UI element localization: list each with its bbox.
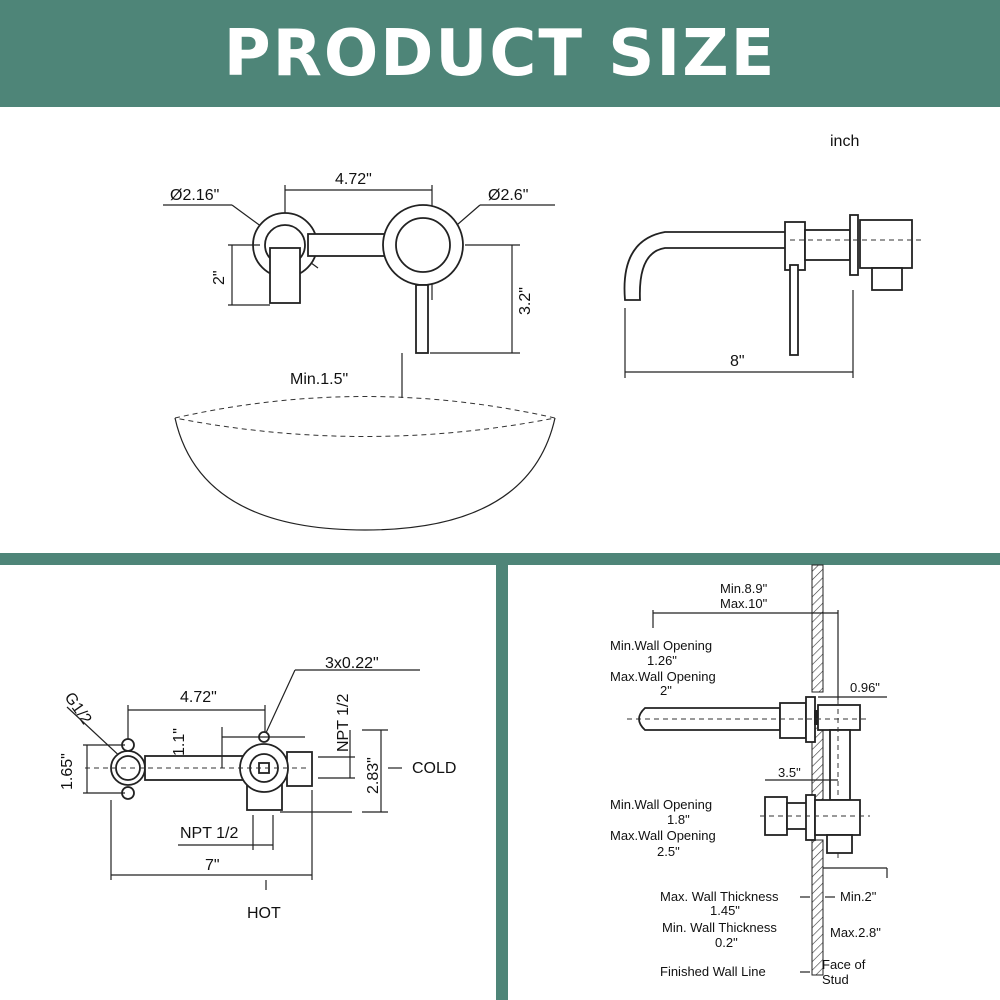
valve-width-label: 7" — [205, 857, 220, 874]
valve-view: G1/2 4.72" 3x0.22" 1.65" 1.1" NPT 1/2 — [59, 655, 456, 922]
install-view: Min.8.9" Max.10" Min.Wall Opening 1.26" … — [610, 564, 888, 987]
npt-right-label: NPT 1/2 — [335, 694, 352, 753]
page-title: PRODUCT SIZE — [223, 16, 777, 91]
handle-height-label: 3.2" — [517, 287, 534, 315]
handle-max-opening-label: Max.Wall Opening — [610, 828, 716, 843]
hot-label: HOT — [247, 905, 281, 922]
height-right-label: 2.83" — [365, 757, 382, 794]
handle-min-opening-value: 1.8" — [667, 812, 690, 827]
handle-depth-label: 3.5" — [778, 765, 801, 780]
face-of-label: Face of — [822, 957, 866, 972]
side-view: 8" — [623, 214, 925, 378]
depth-max-label: Max.10" — [720, 596, 768, 611]
min-clearance-label: Min.1.5" — [290, 371, 348, 388]
spout-min-opening-label: Min.Wall Opening — [610, 638, 712, 653]
wall-max-thickness-value: 1.45" — [710, 903, 740, 918]
wall-min-thickness-label: Min. Wall Thickness — [662, 920, 777, 935]
handle-max-opening-value: 2.5" — [657, 844, 680, 859]
side-length-label: 8" — [730, 353, 745, 370]
depth-min-label: Min.8.9" — [720, 581, 768, 596]
front-view: inch 4.72" Ø2.16" Ø2.6" 2" 3.2" Min.1.5" — [163, 133, 859, 531]
spout-height-label: 2" — [211, 270, 228, 285]
cold-label: COLD — [412, 760, 456, 777]
handle-min-opening-label: Min.Wall Opening — [610, 797, 712, 812]
spout-max-opening-label: Max.Wall Opening — [610, 669, 716, 684]
valve-center-distance-label: 4.72" — [180, 689, 217, 706]
height-left-label: 1.65" — [59, 753, 76, 790]
spout-max-opening-value: 2" — [660, 683, 672, 698]
install-panel — [508, 565, 1000, 1000]
npt-bottom-label: NPT 1/2 — [180, 825, 239, 842]
stud-max-label: Max.2.8" — [830, 925, 881, 940]
g-thread-label: G1/2 — [61, 690, 95, 728]
offset-label: 0.96" — [850, 680, 880, 695]
wall-min-thickness-value: 0.2" — [715, 935, 738, 950]
finished-wall-label: Finished Wall Line — [660, 964, 766, 979]
front-side-panel — [0, 107, 1000, 553]
handle-diameter-label: Ø2.6" — [488, 187, 528, 204]
hole-size-label: 3x0.22" — [325, 655, 379, 672]
center-distance-label: 4.72" — [335, 171, 372, 188]
unit-label: inch — [830, 133, 859, 150]
stud-min-label: Min.2" — [840, 889, 877, 904]
offset-label: 1.1" — [171, 728, 188, 756]
spout-diameter-label: Ø2.16" — [170, 187, 219, 204]
spout-min-opening-value: 1.26" — [647, 653, 677, 668]
wall-max-thickness-label: Max. Wall Thickness — [660, 889, 779, 904]
stud-label: Stud — [822, 972, 849, 987]
